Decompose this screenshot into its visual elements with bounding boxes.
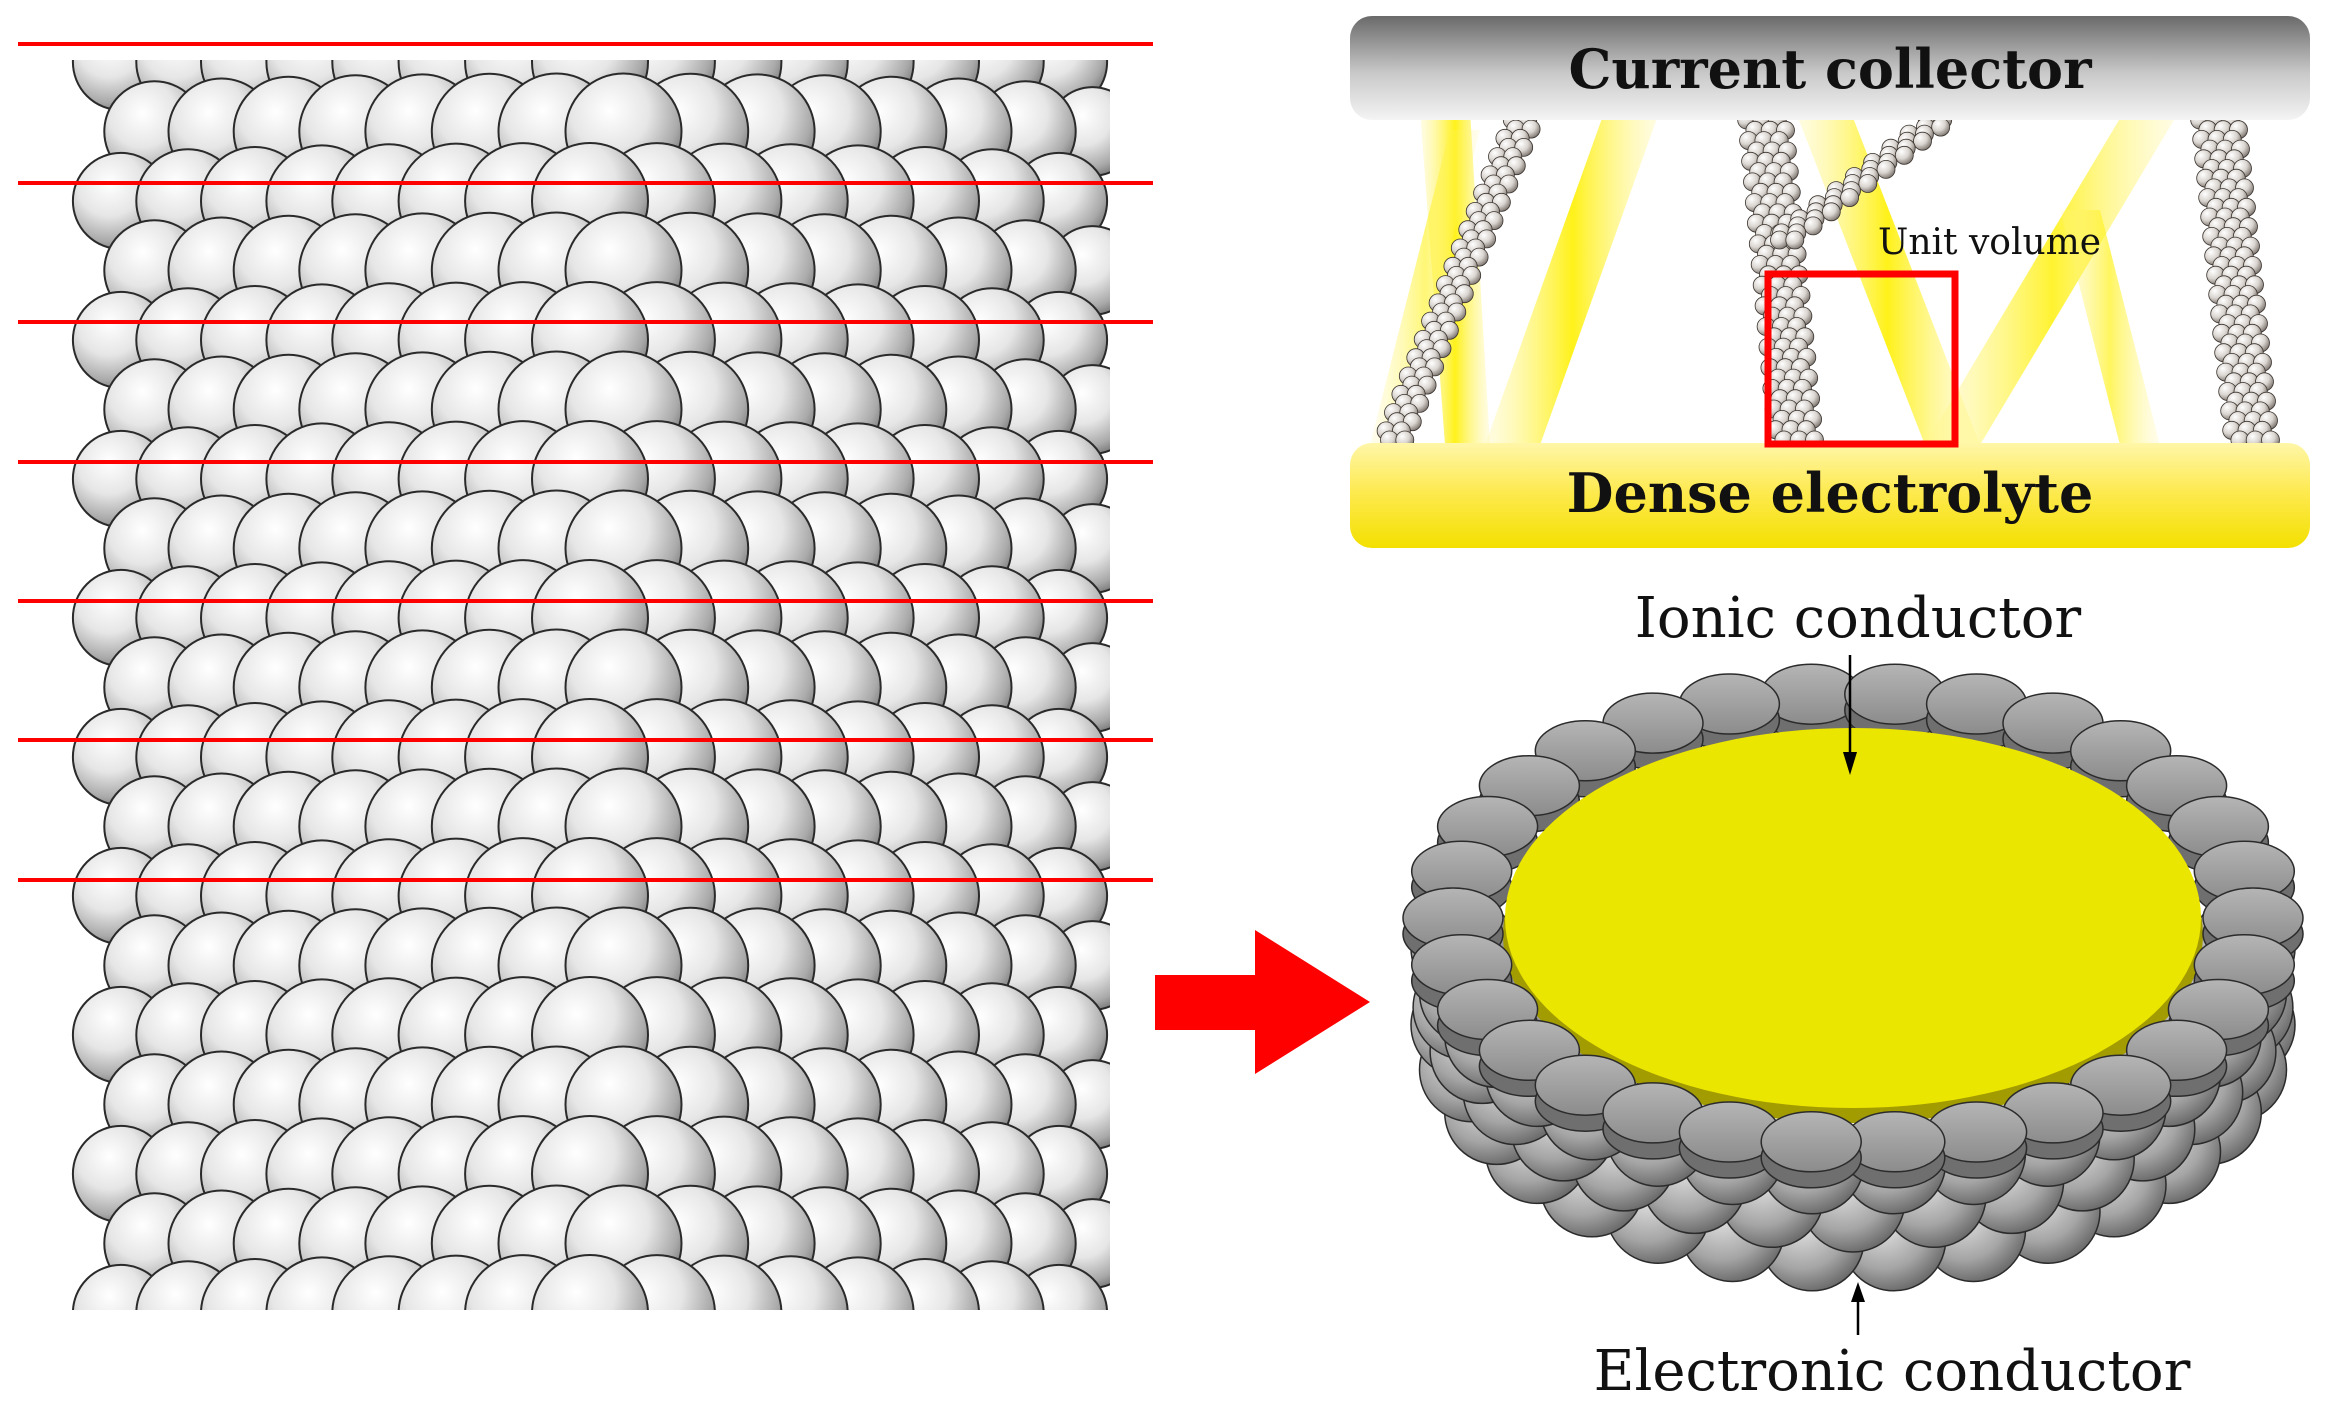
chain-particle xyxy=(1840,188,1859,208)
ionic-beam xyxy=(1485,110,1660,445)
ionic-conductor-disk xyxy=(1505,728,2201,1108)
slice-lines xyxy=(18,42,1153,882)
ionic-beam xyxy=(2060,210,2160,445)
chain-particle xyxy=(1931,117,1951,137)
chain-particle xyxy=(1876,159,1896,179)
chain-particle xyxy=(1785,230,1805,250)
electrode-schematic: Current collector Dense electrolyte Unit… xyxy=(1350,16,2310,548)
unit-volume-disk xyxy=(1402,663,2304,1292)
ionic-beam xyxy=(1370,130,1480,445)
dense-electrolyte-label: Dense electrolyte xyxy=(1567,461,2094,525)
chain-particle xyxy=(1858,174,1878,193)
electronic-conductor-label: Electronic conductor xyxy=(1594,1339,2191,1404)
electronic-conductor-caps xyxy=(1402,663,2304,1189)
unit-volume-label: Unit volume xyxy=(1878,222,2101,263)
chain-particle xyxy=(1894,145,1914,165)
sphere-column xyxy=(71,60,1110,1310)
unit-volume-box xyxy=(1764,270,1959,448)
electronic-chains xyxy=(1376,110,2280,450)
dense-electrolyte-bar xyxy=(1350,443,2310,548)
sphere-packing xyxy=(71,60,1110,1310)
conductor-sphere xyxy=(531,1254,649,1310)
ionic-conductor-label: Ionic conductor xyxy=(1635,586,2082,651)
current-collector-label: Current collector xyxy=(1568,37,2092,101)
chain-particle xyxy=(1821,202,1841,222)
right-arrow-icon xyxy=(1155,930,1370,1074)
ionic-conductor-arrowhead xyxy=(1843,752,1857,775)
chain-particle xyxy=(1803,216,1823,236)
ionic-beam xyxy=(1925,110,2180,445)
conductor-cap xyxy=(1760,1111,1862,1173)
current-collector-bar xyxy=(1350,16,2310,120)
chain-particle xyxy=(1913,131,1932,151)
electronic-conductor-arrowhead xyxy=(1851,1282,1865,1302)
